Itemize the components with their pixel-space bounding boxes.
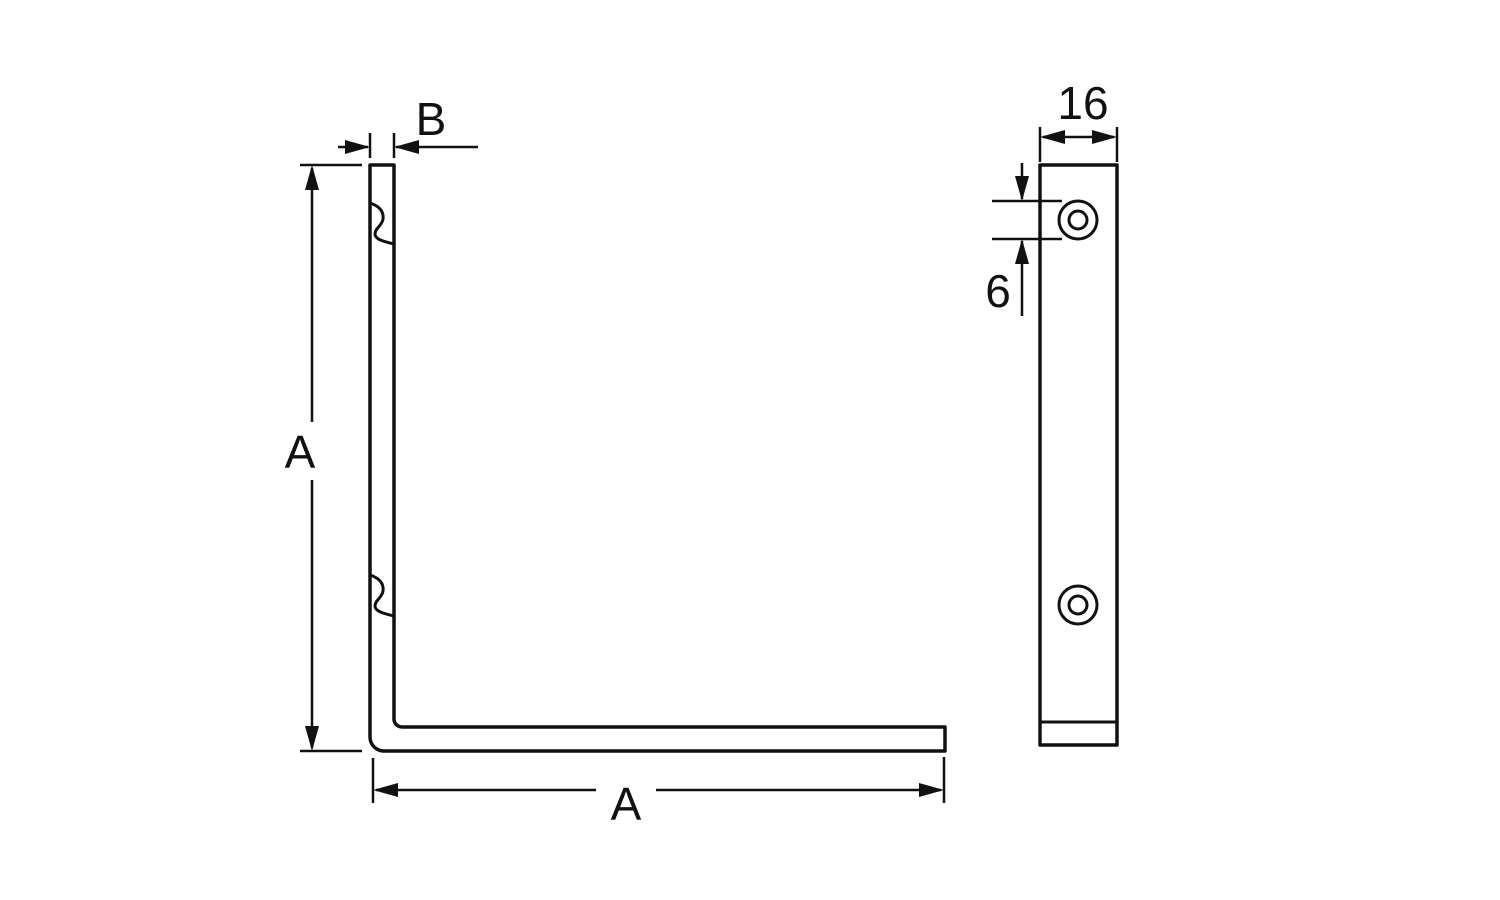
arrowhead-right-icon — [919, 783, 944, 797]
dim-label-vertical-leg: A — [285, 426, 316, 478]
dim-horizontal-a: A — [371, 757, 946, 830]
dim-width-16: 16 — [1038, 77, 1119, 162]
front-view: 16 6 — [985, 77, 1119, 747]
hole-bottom-outer — [1057, 584, 1099, 626]
arrowhead-left-icon — [1040, 130, 1065, 144]
arrowhead-down-icon — [305, 726, 319, 751]
dim-hole-6: 6 — [985, 163, 1062, 317]
arrowhead-up-icon — [1015, 239, 1029, 264]
break-mark-bottom — [369, 573, 395, 618]
arrowhead-down-icon — [1015, 176, 1029, 201]
dim-label-plate-width: 16 — [1057, 77, 1108, 129]
plate-outline — [1038, 163, 1119, 747]
arrowhead-up-icon — [305, 165, 319, 190]
side-view: B A A — [272, 93, 947, 830]
dim-label-hole-diameter: 6 — [985, 265, 1011, 317]
arrowhead-left-icon — [394, 140, 419, 154]
label-mask — [272, 422, 328, 480]
arrowhead-right-icon — [1092, 130, 1117, 144]
dim-thickness-b: B — [338, 93, 478, 158]
bracket-outline — [368, 163, 947, 753]
dim-label-thickness: B — [416, 93, 447, 145]
dim-label-horizontal-leg: A — [611, 778, 642, 830]
break-mark-top — [369, 201, 395, 246]
hole-bottom-inner — [1067, 594, 1089, 616]
hole-top-outer — [1057, 199, 1099, 241]
arrowhead-left-icon — [373, 783, 398, 797]
hole-top-inner — [1067, 209, 1089, 231]
arrowhead-right-icon — [345, 140, 370, 154]
dim-vertical-a: A — [272, 163, 362, 753]
